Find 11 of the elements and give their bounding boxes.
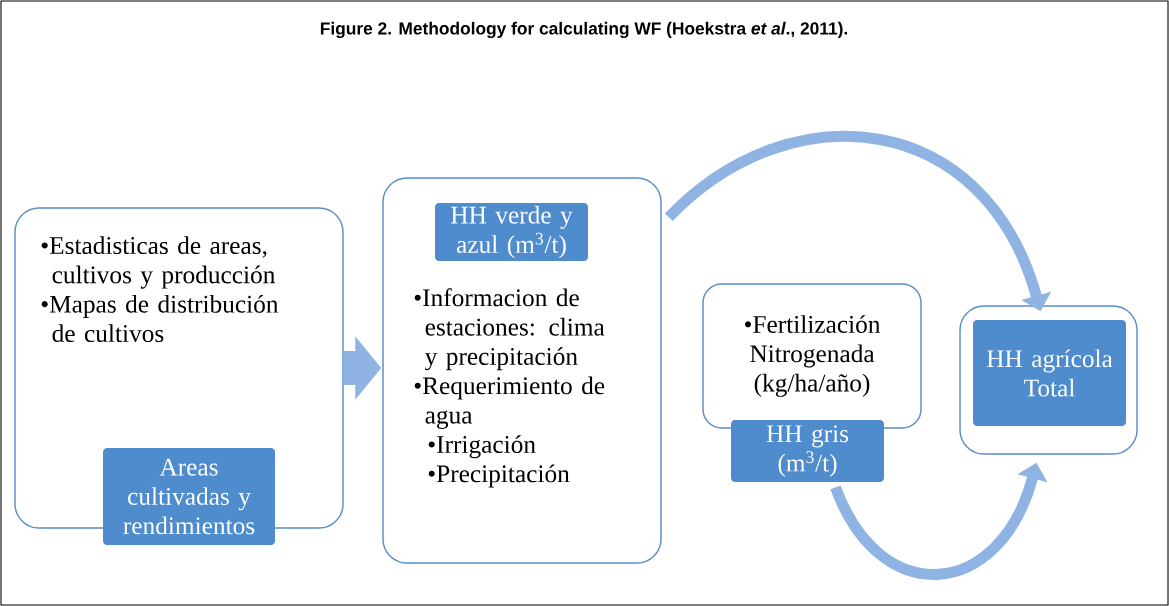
node-label: •Irrigación [428,435,536,459]
bullet-list: •Informacion de estaciones: clima y precipitación •Requerimiento de agua •Irrigación •Precipitación [414,288,605,488]
label-box: HH gris (m$^{3}$/t) [731,420,884,482]
node-label: •Requerimiento de agua [414,376,605,429]
label-box: HH agrícola Total [973,320,1126,426]
node-label: •Precipitación [428,464,570,488]
figure-title: Figure 2. Methodology for calculating WF (Hoekstra et al., 2011). [320,21,848,39]
label-box: Areas cultivadas y rendimientos [103,448,275,545]
label-box: HH verde y azul (m$^{3}$/t) [435,203,588,261]
bullet-list: •Estadisticas de areas, cultivos y producción •Mapas de distribución de cultivos [41,236,279,343]
node-label: •Informacion de estaciones: clima y precipitación [414,288,605,371]
